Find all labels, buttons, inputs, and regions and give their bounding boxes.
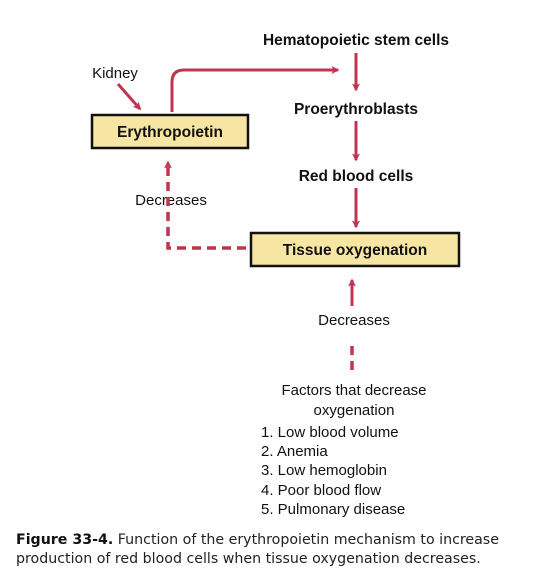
figure-number: Figure 33-4. <box>16 532 114 548</box>
factor-item: 3. Low hemoglobin <box>261 462 387 479</box>
arrow-tissue-oxygenation-to-erythropoietin <box>164 160 246 250</box>
factors-heading-line2: oxygenation <box>314 402 395 419</box>
erythropoietin-label: Erythropoietin <box>117 124 223 141</box>
red-blood-cells-label: Red blood cells <box>299 168 414 185</box>
kidney-label: Kidney <box>92 65 138 82</box>
stem-cells-label: Hematopoietic stem cells <box>263 32 449 49</box>
factor-item: 1. Low blood volume <box>261 424 399 441</box>
arrow-erythropoietin-to-stem-cells <box>170 66 340 112</box>
factors-heading-line1: Factors that decrease <box>281 382 426 399</box>
figure-caption: Figure 33-4. Function of the erythropoie… <box>16 531 536 569</box>
caption-text: Function of the erythropoietin mechanism… <box>16 532 499 567</box>
erythropoietin-box <box>90 113 250 150</box>
decreases-left-label: Decreases <box>135 192 207 209</box>
factor-item: 4. Poor blood flow <box>261 482 381 499</box>
tissue-oxygenation-label: Tissue oxygenation <box>283 242 427 259</box>
proerythroblasts-label: Proerythroblasts <box>294 101 418 118</box>
decreases-bottom-label: Decreases <box>318 312 390 329</box>
factor-item: 2. Anemia <box>261 443 328 460</box>
arrow-kidney-to-erythropoietin <box>116 83 142 111</box>
factor-item: 5. Pulmonary disease <box>261 501 405 518</box>
tissue-oxygenation-box <box>249 231 461 268</box>
